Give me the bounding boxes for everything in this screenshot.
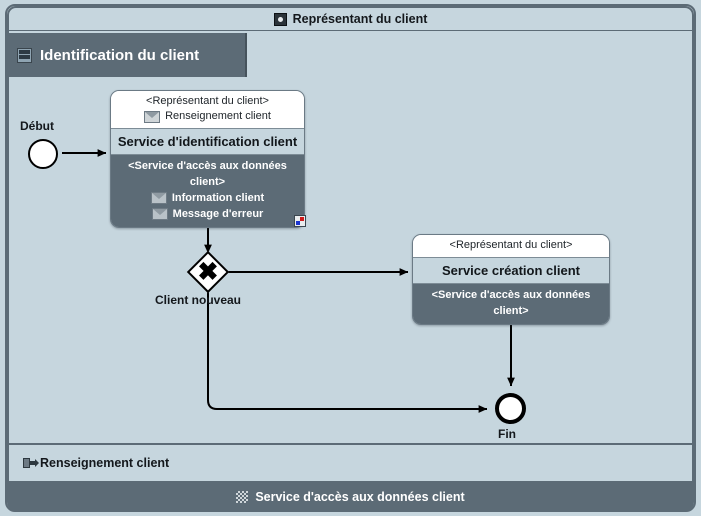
task1-output-message-row-1: Information client [117,190,298,206]
start-event[interactable] [28,139,58,169]
task2-title: Service création client [413,257,609,284]
lane-label: Identification du client [40,46,200,64]
top-participant-label: Représentant du client [292,12,428,26]
service-identification-client-task[interactable]: <Représentant du client> Renseignement c… [110,90,305,228]
envelope-icon [144,110,161,123]
task2-input-section: <Représentant du client> [413,235,609,257]
envelope-icon [151,208,168,220]
envelope-icon [150,192,167,204]
end-event[interactable] [495,393,526,424]
top-participant-bar[interactable]: Représentant du client [7,6,694,32]
lane-icon [17,47,32,63]
bottom-participant-label: Service d'accès aux données client [255,490,465,504]
task2-output-section: <Service d'accès aux données client> [413,284,609,324]
task2-input-participant: <Représentant du client> [449,239,573,251]
task1-input-section: <Représentant du client> Renseignement c… [111,91,304,128]
task1-output-message-1: Information client [171,192,265,204]
lane-header[interactable]: Identification du client [7,33,247,77]
task1-output-message-2: Message d'erreur [172,208,264,220]
task1-input-message-row: Renseignement client [117,109,298,124]
task1-title: Service d'identification client [111,128,304,155]
task1-input-participant: <Représentant du client> [146,95,269,107]
gateway-label: Client nouveau [155,293,242,307]
gear-icon [273,12,287,26]
mesh-icon [236,491,249,503]
task1-output-message-row-2: Message d'erreur [117,206,298,222]
gateway-x-icon: ✖ [197,257,219,286]
message-bar-label: Renseignement client [40,456,170,470]
service-creation-client-task[interactable]: <Représentant du client> Service créatio… [412,234,610,325]
task2-output-participant: <Service d'accès aux données client> [431,289,591,317]
start-event-label: Début [20,119,54,133]
message-out-icon [23,457,39,469]
task1-output-participant: <Service d'accès aux données client> [128,160,287,188]
bottom-participant-bar[interactable]: Service d'accès aux données client [7,483,694,511]
end-event-label: Fin [498,427,516,441]
task1-output-section: <Service d'accès aux données client> Inf… [111,155,304,227]
task1-input-message: Renseignement client [165,110,271,122]
message-bar[interactable]: Renseignement client [7,445,694,483]
compensation-marker-icon[interactable] [294,215,306,227]
